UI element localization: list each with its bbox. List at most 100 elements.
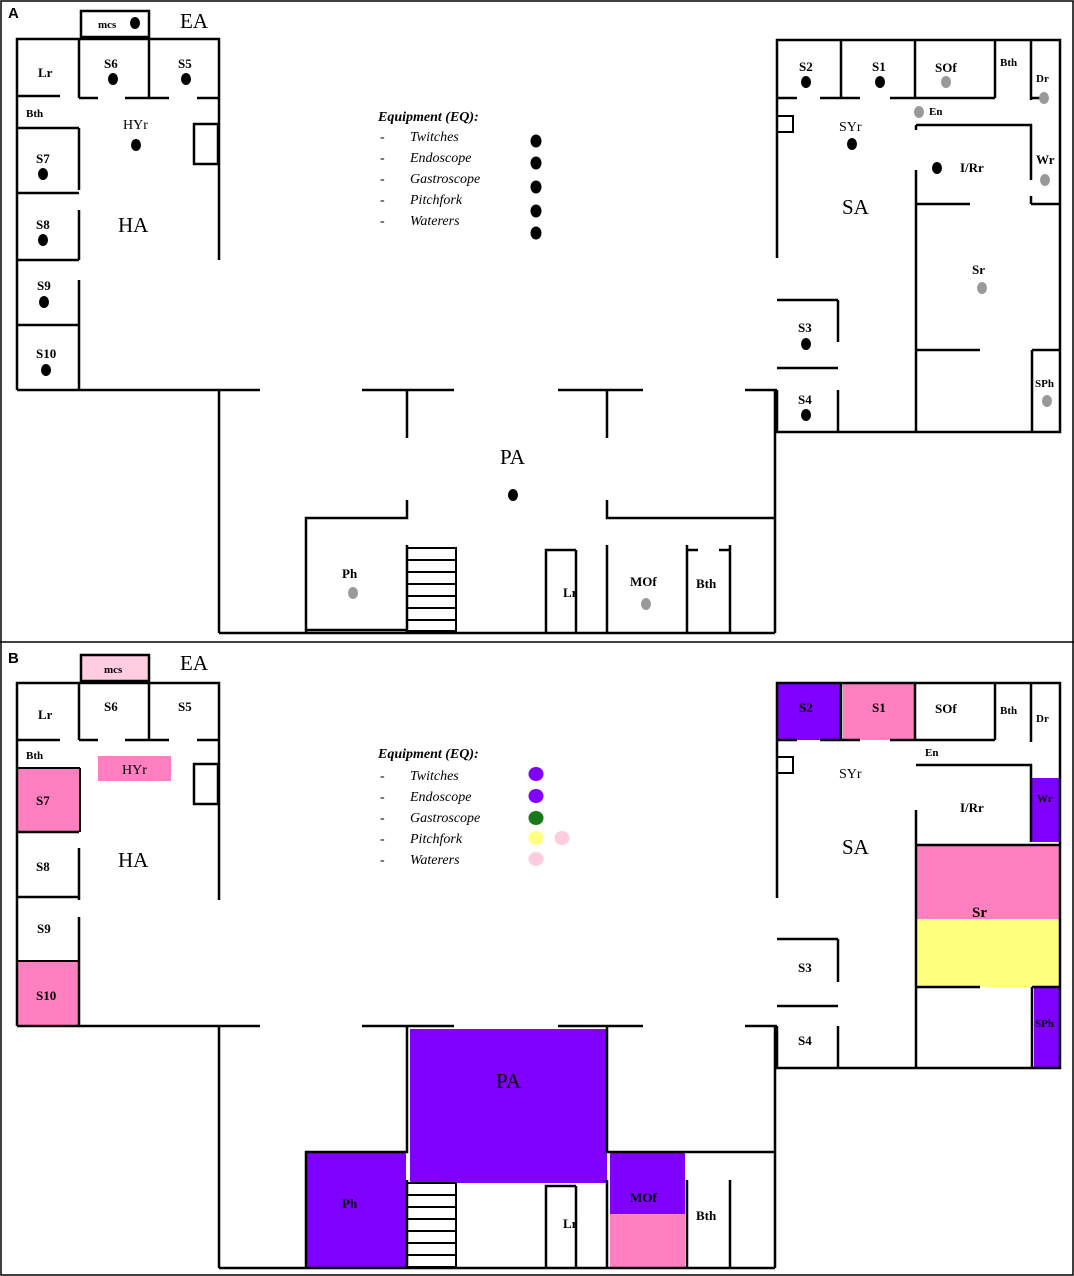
legend-a-bullet-2: - <box>380 151 385 166</box>
room-label-mof: MOf <box>630 574 657 589</box>
legend-b-bullet-2: - <box>380 790 385 805</box>
marker-s7 <box>38 168 48 180</box>
legend-b-item-pitchfork: Pitchfork <box>409 832 463 847</box>
room-label-s4: S4 <box>798 392 812 407</box>
room-label-mcs-b: mcs <box>104 664 123 676</box>
room-label-ph-b: Ph <box>342 1196 358 1211</box>
marker-mof <box>641 598 651 610</box>
marker-s1 <box>875 76 885 88</box>
legend-a-item-waterers: Waterers <box>410 214 460 229</box>
fill-hyr <box>98 756 171 781</box>
room-label-irr: I/Rr <box>960 160 984 175</box>
marker-sph <box>1042 395 1052 407</box>
room-label-s3-b: S3 <box>798 960 812 975</box>
area-label-syr-b: SYr <box>839 767 862 782</box>
legend-a-swatch-endoscope <box>530 156 542 170</box>
panel-b-letter: B <box>8 650 19 667</box>
room-label-bth-pa-b: Bth <box>696 1208 717 1223</box>
room-label-lr-pa-b: Lr <box>563 1216 578 1231</box>
legend-b-swatch-pitchfork <box>528 831 544 845</box>
legend-a-item-twitches: Twitches <box>410 130 459 145</box>
room-label-s8: S8 <box>36 217 50 232</box>
room-label-sof-b: SOf <box>935 701 957 716</box>
panel-b: B <box>8 650 1062 1270</box>
room-label-irr-b: I/Rr <box>960 800 984 815</box>
legend-a-bullet-5: - <box>380 214 385 229</box>
room-label-mcs: mcs <box>98 19 117 31</box>
legend-b-bullet-4: - <box>380 832 385 847</box>
room-label-s8-b: S8 <box>36 859 50 874</box>
room-label-sof: SOf <box>935 60 957 75</box>
marker-s3 <box>801 338 811 350</box>
panel-b-walls <box>15 653 1062 1270</box>
marker-hyr <box>131 139 141 151</box>
fill-pa <box>410 1029 607 1183</box>
panel-b-fills <box>18 656 1059 1267</box>
legend-b-item-twitches: Twitches <box>410 769 459 784</box>
room-label-s5-b: S5 <box>178 699 192 714</box>
legend-b-swatch-twitches <box>528 767 544 781</box>
room-label-sr-b: Sr <box>972 905 987 921</box>
marker-wr <box>1040 174 1050 186</box>
marker-s8 <box>38 234 48 246</box>
room-label-sr: Sr <box>972 262 985 277</box>
room-label-s9: S9 <box>37 278 51 293</box>
fill-s1 <box>843 684 915 740</box>
legend-b-bullet-5: - <box>380 853 385 868</box>
room-label-en: En <box>929 106 942 118</box>
marker-en <box>914 106 924 118</box>
legend-a-swatch-waterers <box>530 226 542 240</box>
room-label-s2-b: S2 <box>799 700 813 715</box>
room-label-s1-b: S1 <box>872 700 886 715</box>
legend-b-swatch-pitchfork-2 <box>554 831 570 845</box>
legend-a-title: Equipment (EQ): <box>377 110 479 125</box>
legend-b-swatch-endoscope <box>528 789 544 803</box>
room-label-s10: S10 <box>36 346 56 361</box>
room-label-dr: Dr <box>1036 73 1049 85</box>
marker-s2 <box>801 76 811 88</box>
fill-sr-pink <box>917 846 1059 919</box>
area-label-hyr: HYr <box>123 118 148 133</box>
room-label-s1: S1 <box>872 59 886 74</box>
room-label-wr-b: Wr <box>1037 793 1053 805</box>
room-label-bth-pa: Bth <box>696 576 717 591</box>
room-label-ph: Ph <box>342 566 358 581</box>
room-label-s6-b: S6 <box>104 699 118 714</box>
room-label-lr-pa: Lr <box>563 585 578 600</box>
marker-syr <box>847 138 857 150</box>
legend-a-swatch-pitchfork <box>530 204 542 218</box>
room-label-s6: S6 <box>104 56 118 71</box>
legend-b-item-endoscope: Endoscope <box>409 790 471 805</box>
room-label-dr-b: Dr <box>1036 713 1049 725</box>
room-label-s4-b: S4 <box>798 1033 812 1048</box>
legend-a-bullet-4: - <box>380 193 385 208</box>
room-label-s7: S7 <box>36 151 50 166</box>
equipment-legend-a: Equipment (EQ): - Twitches - Endoscope -… <box>377 110 542 240</box>
legend-b-swatch-gastroscope <box>528 811 544 825</box>
room-label-s10-b: S10 <box>36 988 56 1003</box>
marker-sof <box>941 76 951 88</box>
fill-sr-yellow <box>917 919 1059 987</box>
area-label-sa-b: SA <box>842 835 870 859</box>
area-label-ha-b: HA <box>118 848 149 872</box>
legend-a-item-gastroscope: Gastroscope <box>410 172 480 187</box>
marker-pa <box>508 489 518 501</box>
legend-a-swatch-twitches <box>530 134 542 148</box>
area-label-pa: PA <box>500 445 526 469</box>
legend-b-title: Equipment (EQ): <box>377 747 479 762</box>
legend-b-bullet-1: - <box>380 769 385 784</box>
room-label-mof-b: MOf <box>630 1190 657 1205</box>
fill-s10 <box>18 961 80 1026</box>
area-label-sa: SA <box>842 195 870 219</box>
room-label-bth-sa: Bth <box>1000 57 1017 69</box>
room-label-bth: Bth <box>26 108 43 120</box>
legend-a-bullet-3: - <box>380 172 385 187</box>
marker-ph <box>348 587 358 599</box>
panel-a-markers <box>38 17 1052 610</box>
fill-s7 <box>18 768 80 832</box>
room-label-wr: Wr <box>1036 152 1055 167</box>
fill-mof-violet <box>610 1152 685 1214</box>
room-label-en-b: En <box>925 747 938 759</box>
room-label-s2: S2 <box>799 59 813 74</box>
